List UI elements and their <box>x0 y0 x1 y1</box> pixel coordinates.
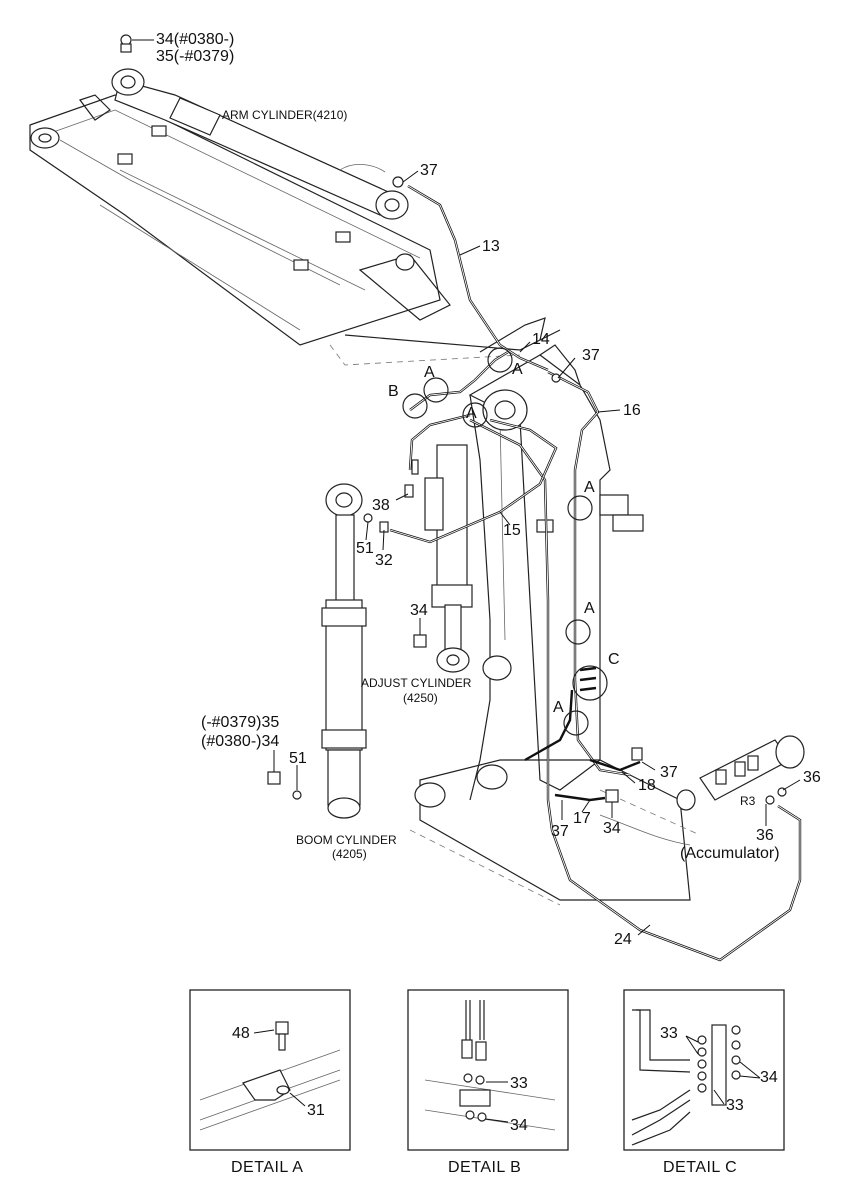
part-labels: 34(#0380-) 35(-#0379) ARM CYLINDER(4210)… <box>156 31 821 948</box>
label-37-b: 37 <box>582 347 600 364</box>
label-b: B <box>388 383 399 400</box>
detail-b-label-33: 33 <box>510 1075 528 1092</box>
label-35-top: 35(-#0379) <box>156 48 234 65</box>
detail-a-panel: 48 31 <box>189 989 351 1151</box>
label-arm-cylinder: ARM CYLINDER(4210) <box>222 108 347 122</box>
label-a-6: A <box>553 699 564 716</box>
label-boom-cylinder: BOOM CYLINDER <box>296 833 397 847</box>
adjust-cylinder <box>424 444 473 673</box>
label-36-a: 36 <box>803 769 821 786</box>
detail-b-panel: 33 34 <box>407 989 569 1151</box>
label-adjust-cylinder-no: (4250) <box>403 691 438 705</box>
detail-c-label-33-b: 33 <box>726 1097 744 1114</box>
label-34-mid: 34 <box>410 602 428 619</box>
label-r3: R3 <box>740 794 756 808</box>
boom-structure <box>409 344 701 906</box>
label-51-b: 51 <box>289 750 307 767</box>
accumulator <box>676 735 805 811</box>
detail-b-caption: DETAIL B <box>448 1159 521 1176</box>
arm-cylinder <box>111 68 409 220</box>
fittings <box>120 34 787 805</box>
label-36-b: 36 <box>756 827 774 844</box>
label-adjust-cylinder: ADJUST CYLINDER <box>361 676 472 690</box>
label-13: 13 <box>482 238 500 255</box>
label-24: 24 <box>614 931 632 948</box>
detail-b-label-34: 34 <box>510 1117 528 1134</box>
detail-a-label-31: 31 <box>307 1102 325 1119</box>
label-34-bottom: 34 <box>603 820 621 837</box>
label-boom-cylinder-no: (4205) <box>332 847 367 861</box>
label-a-4: A <box>584 479 595 496</box>
detail-markers <box>402 347 608 736</box>
label-16: 16 <box>623 402 641 419</box>
label-a-3: A <box>466 405 477 422</box>
label-38: 38 <box>372 497 390 514</box>
label-18: 18 <box>638 777 656 794</box>
arm-structure <box>29 94 561 366</box>
label-34-top: 34(#0380-) <box>156 31 234 48</box>
detail-a-label-48: 48 <box>232 1025 250 1042</box>
label-accumulator: (Accumulator) <box>680 845 780 862</box>
label-35-left: (-#0379)35 <box>201 714 279 731</box>
label-37-a: 37 <box>420 162 438 179</box>
boom-cylinder <box>321 483 367 819</box>
detail-c-label-34: 34 <box>760 1069 778 1086</box>
label-14: 14 <box>532 331 550 348</box>
label-34-left: (#0380-)34 <box>201 733 279 750</box>
label-15: 15 <box>503 522 521 539</box>
label-a-2: A <box>512 361 523 378</box>
label-17: 17 <box>573 810 591 827</box>
detail-a-caption: DETAIL A <box>231 1159 303 1176</box>
label-51-a: 51 <box>356 540 374 557</box>
label-a-1: A <box>424 364 435 381</box>
detail-c-label-33-a: 33 <box>660 1025 678 1042</box>
label-37-c: 37 <box>660 764 678 781</box>
label-37-d: 37 <box>551 823 569 840</box>
label-c: C <box>608 651 620 668</box>
label-32: 32 <box>375 552 393 569</box>
label-a-5: A <box>584 600 595 617</box>
detail-c-caption: DETAIL C <box>663 1159 737 1176</box>
leader-lines <box>132 39 801 936</box>
detail-c-panel: 33 34 33 <box>623 989 785 1151</box>
